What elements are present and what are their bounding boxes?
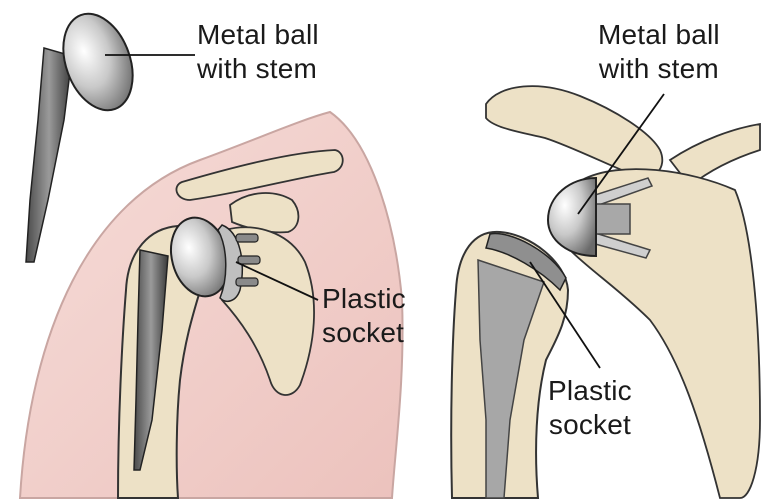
left-ball-label-line1: Metal ball: [197, 18, 319, 52]
right-ball-label-line2: with stem: [598, 52, 720, 86]
left-ball-label-line2: with stem: [197, 52, 319, 86]
right-socket-label-line2: socket: [548, 408, 632, 442]
left-socket-pegs: [236, 234, 260, 286]
left-plastic-socket-label: Plastic socket: [322, 282, 406, 350]
left-socket-label-line1: Plastic: [322, 282, 406, 316]
right-ball-label-line1: Metal ball: [598, 18, 720, 52]
left-metal-ball-label: Metal ball with stem: [197, 18, 319, 86]
right-plastic-socket-label: Plastic socket: [548, 374, 632, 442]
right-socket-label-line1: Plastic: [548, 374, 632, 408]
left-standalone-stem: [26, 48, 72, 262]
right-metal-ball: [548, 178, 596, 256]
left-socket-label-line2: socket: [322, 316, 406, 350]
right-metal-ball-label: Metal ball with stem: [598, 18, 720, 86]
